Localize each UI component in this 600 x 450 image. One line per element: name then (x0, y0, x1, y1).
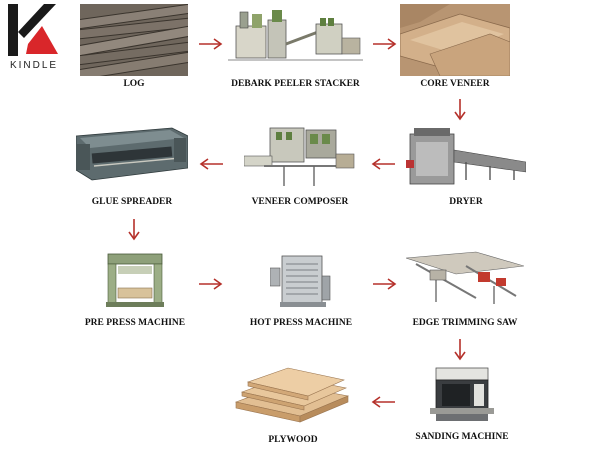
plywood-image (234, 367, 350, 423)
step-pre-press-machine: PRE PRESS MACHINE (85, 252, 185, 330)
veneer-composer-image (244, 127, 355, 186)
arrow-right-icon (199, 38, 223, 50)
step-core-veneer: CORE VENEER (400, 4, 510, 92)
arrow-right-icon (373, 38, 397, 50)
step-label-sanding-machine: SANDING MACHINE (415, 432, 509, 442)
step-edge-trimming-saw: EDGE TRIMMING SAW (406, 244, 524, 330)
step-debark-peeler-stacker: DEBARK PEELER STACKER (228, 4, 363, 92)
arrow-left-icon (371, 396, 395, 408)
sanding-machine-image (430, 367, 494, 421)
step-plywood: PLYWOOD (234, 362, 352, 448)
arrow-down-icon (454, 339, 466, 361)
step-label-debark-peeler-stacker: DEBARK PEELER STACKER (231, 79, 360, 89)
glue-spreader-image (76, 127, 188, 181)
step-hot-press-machine: HOT PRESS MACHINE (250, 252, 352, 330)
step-dryer: DRYER (406, 124, 526, 210)
step-label-veneer-composer: VENEER COMPOSER (251, 197, 349, 207)
step-label-core-veneer: CORE VENEER (420, 79, 490, 89)
log-image (80, 4, 188, 76)
step-log: LOG (80, 4, 188, 92)
step-label-hot-press-machine: HOT PRESS MACHINE (249, 318, 353, 328)
edge-trimming-saw-image (406, 251, 524, 304)
core-veneer-image (400, 4, 510, 76)
arrow-left-icon (199, 158, 223, 170)
pre-press-machine-image (106, 253, 164, 307)
arrow-left-icon (371, 158, 395, 170)
logo-wordmark: KINDLE (9, 60, 59, 71)
hot-press-machine-image (270, 255, 331, 307)
arrow-right-icon (199, 278, 223, 290)
arrow-down-icon (128, 219, 140, 241)
step-label-pre-press-machine: PRE PRESS MACHINE (84, 318, 186, 328)
step-glue-spreader: GLUE SPREADER (76, 124, 188, 210)
step-label-plywood: PLYWOOD (268, 435, 318, 445)
step-veneer-composer: VENEER COMPOSER (244, 124, 356, 210)
step-label-dryer: DRYER (449, 197, 483, 207)
step-sanding-machine: SANDING MACHINE (415, 366, 509, 448)
kindle-logo-icon (8, 4, 58, 56)
kindle-logo: KINDLE (2, 2, 64, 71)
debark-peeler-stacker-image (228, 10, 363, 61)
step-label-glue-spreader: GLUE SPREADER (91, 197, 173, 207)
step-label-edge-trimming-saw: EDGE TRIMMING SAW (412, 318, 518, 328)
arrow-down-icon (454, 99, 466, 121)
arrow-right-icon (373, 278, 397, 290)
step-label-log: LOG (123, 79, 145, 89)
dryer-image (406, 128, 526, 185)
